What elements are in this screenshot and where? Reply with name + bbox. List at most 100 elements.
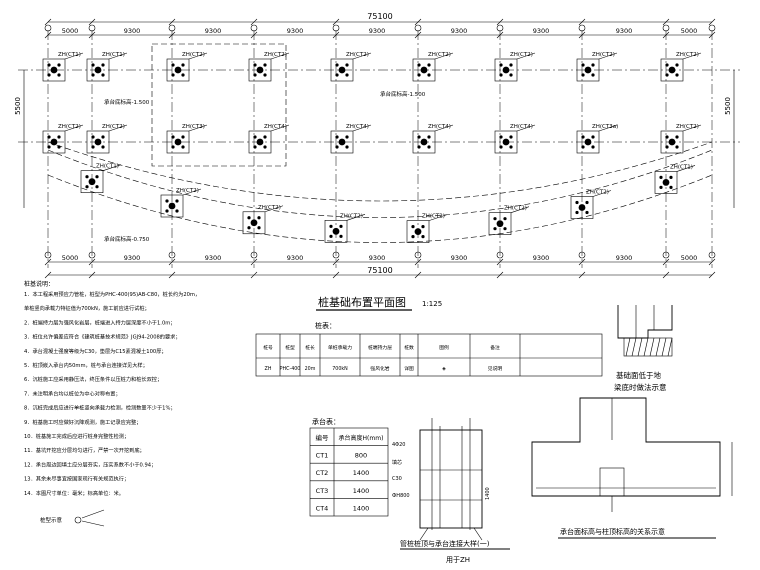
cap-table-cell: CT2 bbox=[316, 469, 329, 477]
note-line: 2．桩端持力层为强风化岩层，桩端进入持力层深度不小于1.0m； bbox=[24, 318, 175, 326]
pile bbox=[91, 145, 95, 149]
pile bbox=[335, 73, 339, 77]
pile bbox=[581, 145, 585, 149]
pile bbox=[91, 73, 95, 77]
pile bbox=[581, 135, 585, 139]
pile bbox=[171, 73, 175, 77]
pile bbox=[665, 73, 669, 77]
cap-label: ZH(CT2) bbox=[504, 206, 527, 212]
pile bbox=[665, 63, 669, 67]
column-marker bbox=[502, 66, 510, 74]
cap-table-cell: CT4 bbox=[316, 504, 329, 512]
column-marker bbox=[662, 179, 670, 186]
pile bbox=[85, 185, 89, 189]
pile-table-header: 备注 bbox=[490, 344, 500, 351]
pile-table-cell: ◈ bbox=[442, 366, 446, 372]
cap-label: ZH(CT3) bbox=[182, 124, 205, 130]
cap-table-header: 承台高度H(mm) bbox=[339, 434, 384, 442]
column-marker bbox=[88, 178, 96, 186]
pile bbox=[659, 175, 663, 180]
pile bbox=[171, 135, 175, 139]
pile-table-header: 桩号 bbox=[263, 344, 273, 351]
pile bbox=[499, 63, 503, 67]
pile bbox=[345, 145, 349, 149]
column-marker bbox=[50, 66, 58, 74]
column-marker bbox=[502, 138, 510, 146]
column-marker bbox=[168, 202, 176, 210]
pile-cap bbox=[248, 52, 290, 82]
pile bbox=[263, 145, 267, 149]
detail-2-sub: 用于ZH bbox=[446, 556, 470, 564]
legend-label: 桩型示意 bbox=[40, 516, 63, 524]
pile-table-cell: 700kN bbox=[332, 366, 348, 372]
pile bbox=[329, 234, 333, 238]
cap-label: ZH(CT2) bbox=[346, 52, 369, 58]
pile bbox=[181, 135, 185, 139]
d2-label-4: 1400 bbox=[485, 487, 491, 500]
pile bbox=[47, 135, 51, 139]
note-line: 9．桩基施工时应做好沉降观测，施工记录应完整； bbox=[24, 418, 141, 426]
pile bbox=[47, 73, 51, 77]
cap-label: ZH(CT1) bbox=[102, 52, 125, 58]
bay-dim-top: 9300 bbox=[124, 27, 141, 35]
note-line: 14．本图尺寸单位：毫米；标高单位：米。 bbox=[24, 489, 124, 497]
pile-table-header: 桩型 bbox=[285, 344, 295, 351]
pile-cap bbox=[42, 52, 84, 82]
pile bbox=[669, 185, 673, 190]
column-marker bbox=[94, 66, 102, 74]
pile bbox=[57, 145, 61, 149]
bay-dim-top: 5000 bbox=[681, 27, 698, 35]
pile bbox=[503, 227, 507, 231]
pile-cap bbox=[660, 124, 702, 154]
elevation-note-2: 承台底标高-0.750 bbox=[104, 235, 150, 243]
pile-table-header: 桩端持力层 bbox=[368, 344, 392, 351]
pile bbox=[421, 225, 425, 229]
note-line: 3．桩位允许偏差应符合《建筑桩基技术规范》JGJ94-2008的要求； bbox=[24, 333, 181, 341]
pile bbox=[335, 145, 339, 149]
pile bbox=[585, 200, 589, 205]
bay-dim-top: 9300 bbox=[205, 27, 222, 35]
note-line: 5．桩顶嵌入承台内50mm，桩与承台连接详见大样； bbox=[24, 361, 148, 369]
pile bbox=[263, 135, 267, 139]
column-marker bbox=[174, 138, 182, 146]
pile bbox=[659, 185, 663, 190]
column-marker bbox=[496, 220, 504, 228]
pile bbox=[591, 145, 595, 149]
note-line: 13．其余未尽事宜按国家现行有关规范执行； bbox=[24, 475, 129, 483]
pile-cap bbox=[242, 205, 284, 235]
pile bbox=[345, 135, 349, 139]
d2-label-2: C30 bbox=[392, 476, 402, 482]
cap-label: ZH(CT2) bbox=[264, 52, 287, 58]
pile bbox=[427, 135, 431, 139]
pile bbox=[675, 73, 679, 77]
pile-cap bbox=[330, 52, 372, 82]
detail-1-caption: 基础面低于地 bbox=[616, 370, 661, 380]
column-marker bbox=[414, 228, 422, 236]
pile bbox=[253, 73, 257, 77]
pile bbox=[175, 209, 179, 213]
pile-cap bbox=[248, 124, 290, 154]
notes-heading: 桩基说明： bbox=[24, 280, 54, 288]
pile bbox=[665, 145, 669, 149]
pile bbox=[57, 63, 61, 67]
pile bbox=[417, 73, 421, 77]
pile-table-cell: 强风化岩 bbox=[370, 365, 389, 372]
pile-cap bbox=[660, 52, 702, 82]
pile-cap bbox=[86, 52, 128, 82]
pile bbox=[345, 73, 349, 77]
note-line: 1．本工程采用预应力管桩，桩型为PHC-400(95)AB-C80，桩长约为20… bbox=[24, 290, 200, 298]
pile-cap bbox=[330, 124, 372, 154]
pile bbox=[335, 63, 339, 67]
pile bbox=[47, 145, 51, 149]
note-line: 11．基坑开挖应分层均匀进行，严禁一次开挖到底； bbox=[24, 446, 145, 454]
pile bbox=[509, 135, 513, 139]
detail-3: 承台面标高与柱顶标高的关系示意 bbox=[531, 397, 733, 539]
column-marker bbox=[668, 138, 676, 146]
pile-table-cell: 20m bbox=[305, 366, 316, 372]
pile-cap bbox=[488, 206, 530, 235]
pile bbox=[247, 226, 251, 230]
pile bbox=[257, 216, 261, 220]
pile-cap bbox=[576, 52, 618, 82]
